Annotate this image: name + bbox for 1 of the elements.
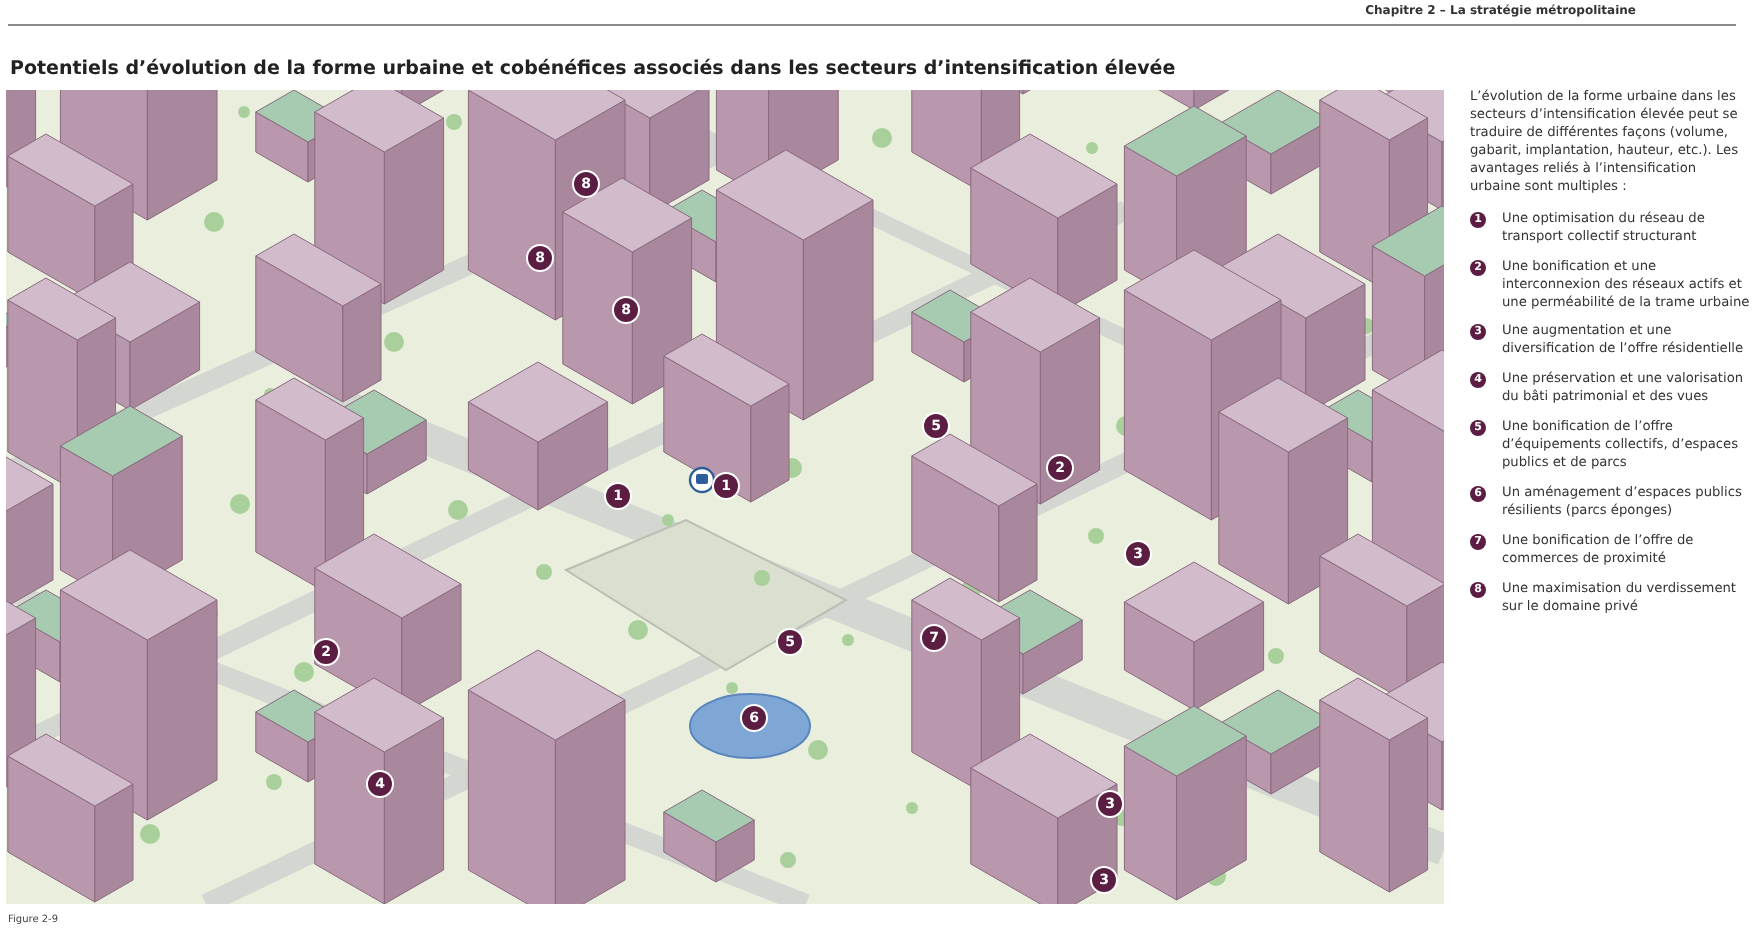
figure-title: Potentiels d’évolution de la forme urbaine et cobénéfices associés dans les secteurs d’intensification élevée <box>10 58 1176 80</box>
